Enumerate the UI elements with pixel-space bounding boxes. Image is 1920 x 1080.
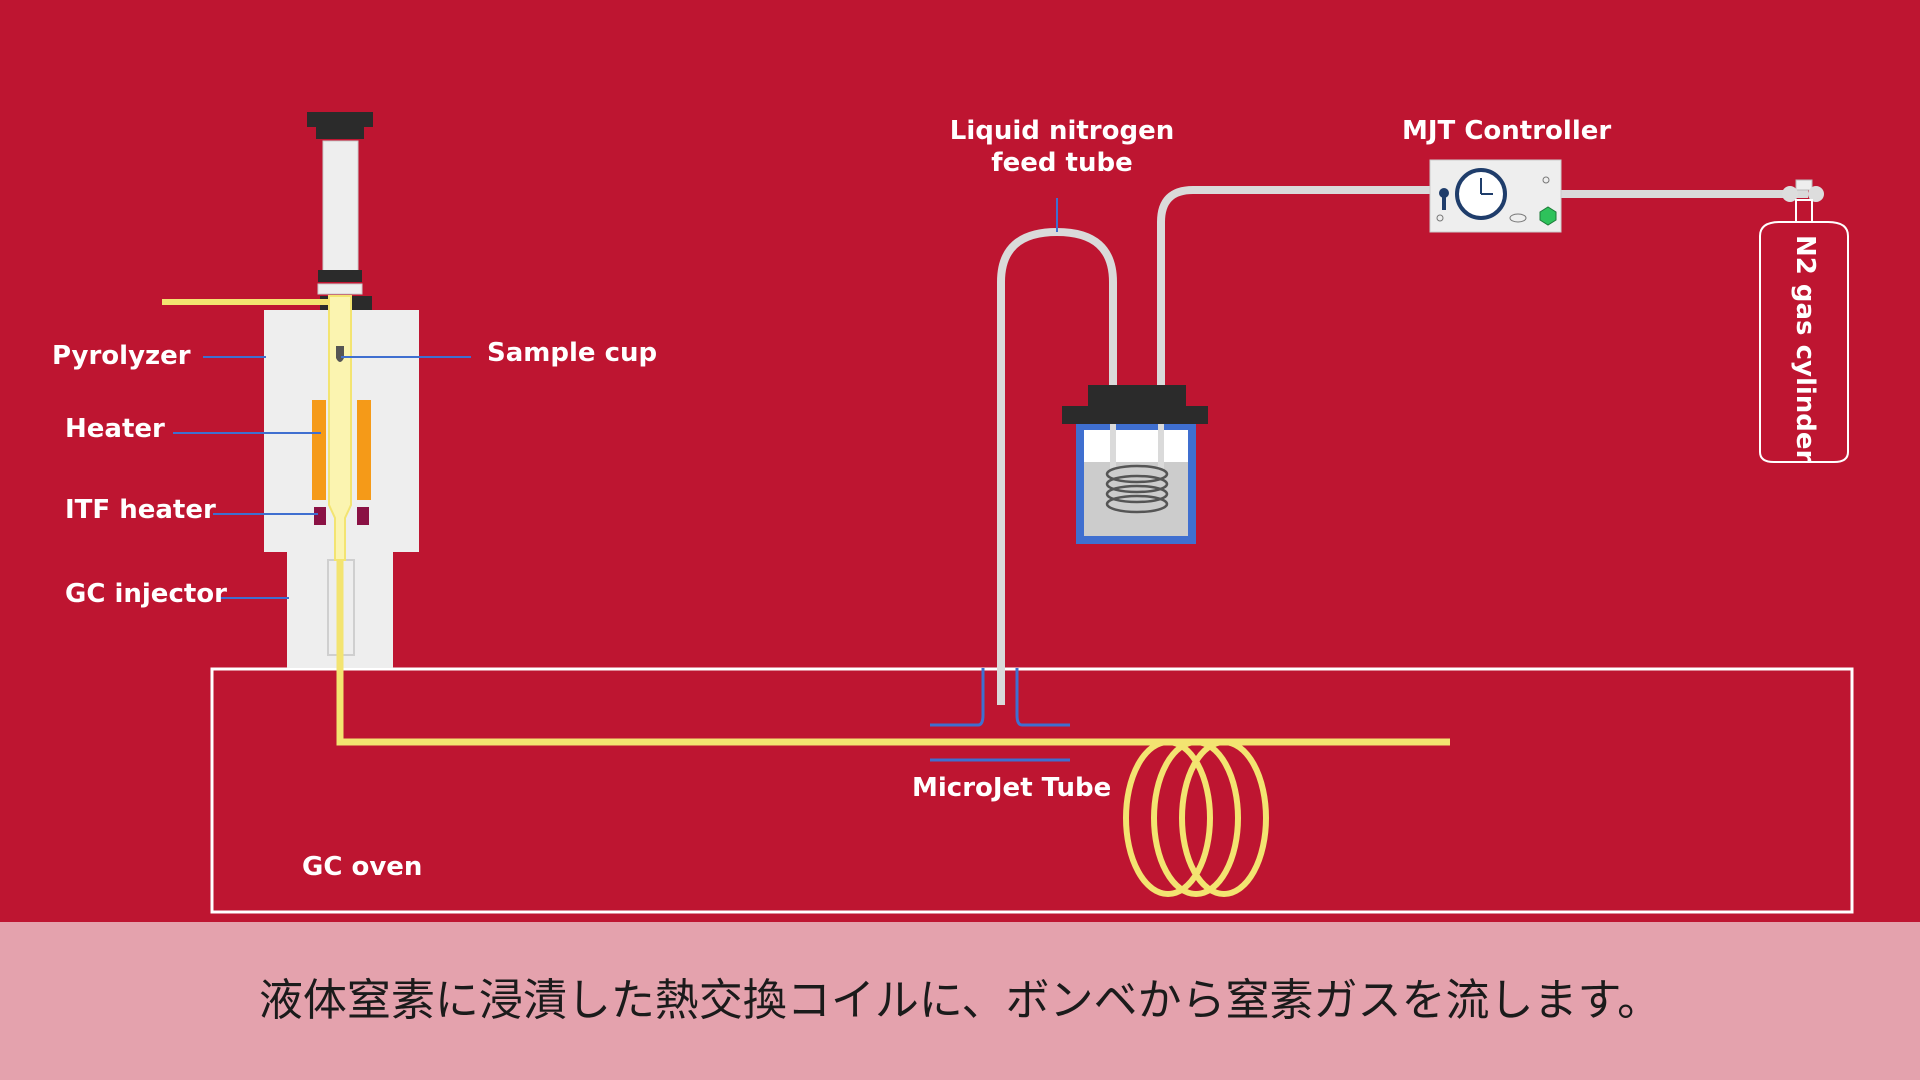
gc-injector-label: GC injector bbox=[65, 579, 227, 609]
pyrolyzer-label: Pyrolyzer bbox=[52, 341, 191, 371]
dewar-lid bbox=[1062, 406, 1208, 424]
microjet-nozzle bbox=[930, 668, 1070, 762]
controller-keyhole bbox=[1439, 188, 1449, 198]
microjet-tube-label: MicroJet Tube bbox=[912, 773, 1112, 803]
ln2-feed-tube-label-line1: Liquid nitrogen bbox=[949, 116, 1175, 146]
pyrolyzer-collar-2 bbox=[317, 283, 363, 295]
dewar-icon bbox=[1062, 385, 1208, 544]
pyrolyzer-plunger bbox=[322, 140, 359, 272]
controller-indicator bbox=[1539, 206, 1557, 226]
gc-oven-box bbox=[210, 667, 1854, 914]
sample-cup-icon bbox=[336, 346, 344, 362]
ln2-feed-tube-label-line2: feed tube bbox=[991, 148, 1133, 178]
controller-gauge-icon bbox=[1429, 159, 1562, 233]
sample-cup-label: Sample cup bbox=[487, 338, 658, 368]
n2-cylinder-label: N2 gas cylinder bbox=[1790, 235, 1820, 463]
n2-gas-line bbox=[1157, 186, 1432, 445]
itf-heater-label: ITF heater bbox=[65, 495, 216, 525]
subtitle-bar bbox=[0, 922, 1920, 1080]
column-line-down bbox=[336, 560, 1450, 746]
subtitle-text: 液体窒素に浸漬した熱交換コイルに、ボンベから窒素ガスを流します。 bbox=[258, 975, 1662, 1026]
cylinder-valve bbox=[1795, 179, 1813, 191]
dewar-liquid bbox=[1084, 462, 1188, 536]
itf-heater-left bbox=[314, 507, 326, 525]
pyrolyzer-knob bbox=[307, 112, 373, 127]
heater-left bbox=[312, 400, 326, 500]
pyrolyzer-icon bbox=[264, 112, 419, 561]
heater-label: Heater bbox=[65, 414, 165, 444]
gc-oven-label: GC oven bbox=[302, 852, 423, 882]
heat-exchange-coil-icon bbox=[1105, 464, 1169, 514]
cylinder-neck bbox=[1795, 199, 1813, 223]
heater-right bbox=[357, 400, 371, 500]
pointer-lines bbox=[173, 356, 471, 599]
column-coil-icon bbox=[1123, 739, 1269, 897]
pyrolyzer-collar bbox=[318, 270, 362, 282]
quartz-tube bbox=[328, 295, 352, 561]
gas-cylinder-icon bbox=[1759, 179, 1849, 463]
pyrolyzer-knob-neck bbox=[316, 127, 364, 139]
cylinder-body bbox=[1759, 221, 1849, 463]
dewar-lid-top bbox=[1088, 385, 1186, 407]
itf-heater-right bbox=[357, 507, 369, 525]
mjt-controller-label: MJT Controller bbox=[1402, 116, 1612, 146]
